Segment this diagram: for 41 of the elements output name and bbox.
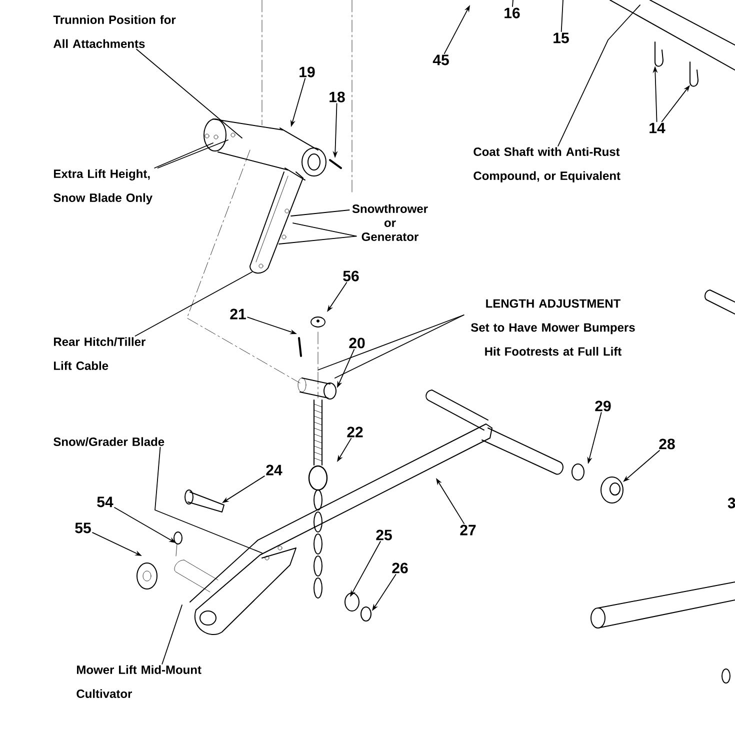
callout-number: 3 bbox=[728, 498, 735, 508]
callout-number: 55 bbox=[75, 522, 91, 534]
leader-line bbox=[318, 314, 464, 370]
callout-number: 56 bbox=[343, 270, 359, 282]
leader-line bbox=[134, 272, 252, 336]
leader-line bbox=[136, 48, 242, 138]
callout-number: 54 bbox=[97, 496, 114, 508]
callout-number: 18 bbox=[330, 92, 345, 102]
callout-number: 19 bbox=[300, 66, 315, 78]
callout-text: Coat Shaft with Anti-Rust Compound, or Equivalent bbox=[474, 147, 620, 182]
leader-line bbox=[512, 0, 514, 7]
leader-line bbox=[154, 142, 214, 168]
leader-line bbox=[292, 222, 357, 237]
callout-number: 26 bbox=[392, 562, 408, 574]
leader-line bbox=[560, 0, 564, 32]
callout-text: Extra Lift Height, Snow Blade Only bbox=[54, 169, 152, 204]
callout-number: 45 bbox=[432, 54, 449, 66]
leader-line bbox=[162, 604, 182, 664]
callout-number: 25 bbox=[376, 530, 392, 540]
leader-line bbox=[558, 4, 640, 146]
leader-line bbox=[290, 210, 350, 216]
leader-line bbox=[154, 446, 262, 554]
callout-number: 22 bbox=[347, 426, 363, 438]
leader-line bbox=[157, 140, 228, 168]
callout-text: LENGTH ADJUSTMENT Set to Have Mower Bumpers Hit Footrests at Full Lift bbox=[471, 299, 635, 356]
callout-text: Mower Lift Mid-Mount Cultivator bbox=[76, 665, 202, 698]
callout-number: 27 bbox=[460, 524, 476, 536]
callout-text: Rear Hitch/Tiller Lift Cable bbox=[54, 337, 146, 370]
callout-number: 24 bbox=[266, 464, 282, 476]
callout-number: 14 bbox=[650, 122, 666, 134]
callout-number: 16 bbox=[504, 8, 520, 18]
callout-number: 20 bbox=[349, 338, 365, 348]
callout-number: 28 bbox=[659, 438, 675, 450]
leader-line bbox=[334, 314, 464, 378]
callout-number: 21 bbox=[230, 308, 246, 320]
callout-text: Snowthrower or Generator bbox=[352, 204, 428, 242]
callout-number: 29 bbox=[595, 400, 611, 412]
callout-number: 15 bbox=[554, 32, 569, 44]
leader-line bbox=[278, 236, 357, 244]
callout-text: Trunnion Position for All Attachments bbox=[53, 15, 176, 48]
callout-text: Snow/Grader Blade bbox=[54, 437, 164, 446]
